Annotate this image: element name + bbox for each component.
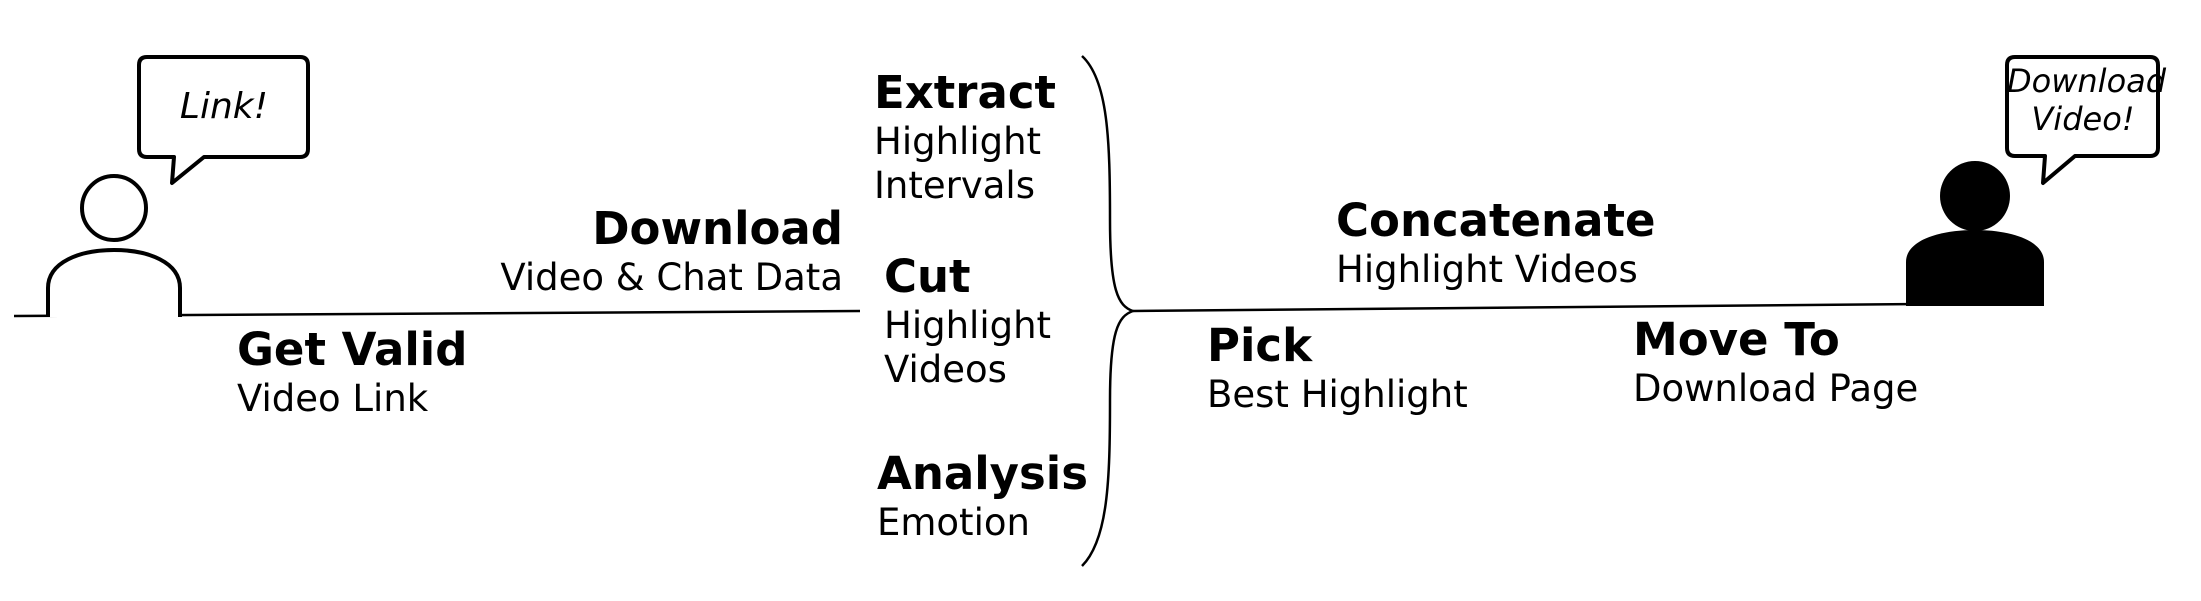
step-title: Cut: [884, 250, 971, 303]
step-get-valid: Get Valid Video Link: [237, 323, 467, 421]
end-bubble-line2: Video!: [2031, 100, 2135, 139]
step-move-to: Move To Download Page: [1633, 313, 1918, 411]
speech-bubble-icon: [2005, 55, 2160, 185]
timeline-line-right: [1132, 302, 1926, 313]
step-title: Analysis: [877, 447, 1088, 500]
start-bubble-label: Link!: [179, 86, 269, 127]
user-outline-icon: [46, 174, 182, 317]
step-download: Download Video & Chat Data: [500, 202, 843, 300]
step-subtitle: Best Highlight: [1207, 373, 1468, 416]
step-analysis: Analysis Emotion: [877, 447, 1088, 545]
step-subtitle: Highlight: [884, 304, 1052, 347]
step-title: Extract: [874, 66, 1057, 119]
step-extract: Extract Highlight Intervals: [874, 66, 1056, 209]
end-bubble-line1: Download: [2007, 62, 2167, 100]
step-concatenate: Concatenate Highlight Videos: [1336, 194, 1655, 292]
step-title: Get Valid: [237, 323, 468, 376]
user-filled-icon: [1906, 161, 2044, 306]
speech-bubble-icon: [137, 55, 310, 185]
step-pick: Pick Best Highlight: [1207, 319, 1468, 417]
step-subtitle: Download Page: [1633, 367, 1919, 410]
step-subtitle: Emotion: [877, 501, 1030, 544]
parallel-brace: [1081, 55, 1137, 567]
step-subtitle: Highlight Videos: [1336, 248, 1638, 291]
step-cut: Cut Highlight Videos: [884, 250, 1051, 393]
end-bubble-text: Download Video!: [2007, 62, 2166, 139]
step-title: Move To: [1633, 313, 1840, 366]
step-title: Pick: [1207, 319, 1313, 372]
step-subtitle: Highlight: [874, 120, 1042, 163]
step-title: Download: [592, 202, 843, 255]
step-subtitle: Videos: [884, 348, 1007, 392]
step-subtitle: Video & Chat Data: [500, 256, 843, 299]
step-subtitle: Intervals: [874, 164, 1035, 208]
step-subtitle: Video Link: [237, 377, 429, 420]
start-bubble-text: Link!: [139, 85, 309, 128]
step-title: Concatenate: [1336, 194, 1656, 247]
